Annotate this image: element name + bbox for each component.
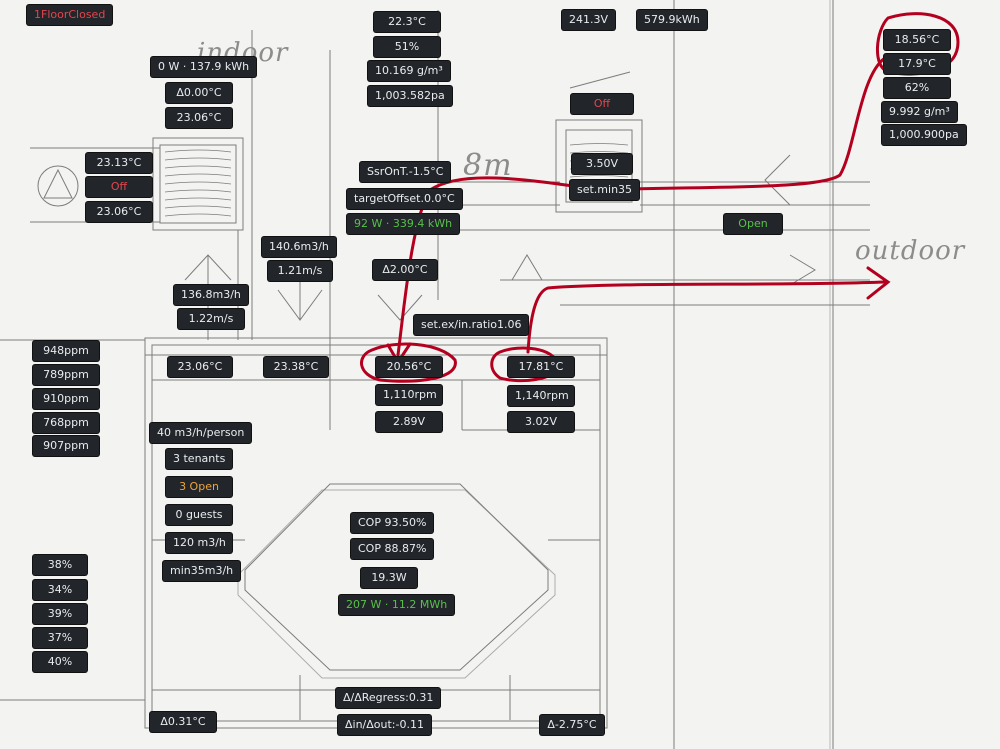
humidity-room-1: 38% <box>33 555 87 575</box>
delta-left: Δ0.31°C <box>150 712 216 732</box>
outdoor-pressure: 1,000.900pa <box>882 125 966 145</box>
exhaust-inlet-ratio: set.ex/in.ratio1.06 <box>414 315 529 335</box>
humidity-room-2: 34% <box>33 580 87 600</box>
delta-in-out: Δin/Δout:-0.11 <box>338 715 431 735</box>
ahu-temp-a: 23.06°C <box>168 357 232 377</box>
outdoor-zone-label: outdoor <box>855 236 966 266</box>
bypass-state[interactable]: Off <box>571 94 633 114</box>
floor-status-badge[interactable]: 1FloorClosed <box>27 5 113 25</box>
minimum-flow: min35m3/h <box>163 561 241 581</box>
extract-duct-speed: 1.22m/s <box>178 309 244 329</box>
cop-secondary: COP 88.87% <box>351 539 434 559</box>
exhaust-fan-voltage: 3.02V <box>508 412 574 432</box>
outdoor-temp-2: 17.9°C <box>884 54 950 74</box>
guest-count: 0 guests <box>166 505 232 525</box>
extract-duct-flow: 136.8m3/h <box>174 285 248 305</box>
exhaust-fan-rpm: 1,140rpm <box>508 386 574 406</box>
line-voltage: 241.3V <box>562 10 616 30</box>
target-offset: targetOffset.0.0°C <box>347 189 462 209</box>
control-power: 92 W · 339.4 kWh <box>347 214 460 234</box>
delta-right: Δ-2.75°C <box>540 715 604 735</box>
co2-room-3: 910ppm <box>33 389 99 409</box>
outdoor-humidity: 62% <box>884 78 950 98</box>
supply-fan-voltage: 2.89V <box>376 412 442 432</box>
total-energy: 579.9kWh <box>637 10 707 30</box>
supply-fan-temp: 20.56°C <box>376 357 442 377</box>
outdoor-abs-humidity: 9.992 g/m³ <box>882 102 957 122</box>
heater-delta: Δ0.00°C <box>166 83 232 103</box>
heater-temp-top: 23.06°C <box>166 108 232 128</box>
supply-fan-rpm: 1,110rpm <box>376 385 442 405</box>
tenant-count: 3 tenants <box>166 449 232 469</box>
supply-duct-speed: 1.21m/s <box>268 261 332 281</box>
height-mark-label: 8m <box>463 148 513 183</box>
indoor-pressure: 1,003.582pa <box>368 86 452 106</box>
heater-temp-out: 23.06°C <box>86 202 152 222</box>
humidity-room-4: 37% <box>33 628 87 648</box>
required-flow: 120 m3/h <box>166 533 232 553</box>
indoor-humidity: 51% <box>374 37 440 57</box>
co2-room-4: 768ppm <box>33 413 99 433</box>
co2-room-5: 907ppm <box>33 436 99 456</box>
ahu-temp-b: 23.38°C <box>264 357 328 377</box>
control-delta: Δ2.00°C <box>373 260 437 280</box>
bypass-voltage: 3.50V <box>572 154 632 174</box>
humidity-room-5: 40% <box>33 652 87 672</box>
co2-room-2: 789ppm <box>33 365 99 385</box>
outdoor-damper-status[interactable]: Open <box>724 214 782 234</box>
outdoor-temp-1: 18.56°C <box>884 30 950 50</box>
open-count: 3 Open <box>166 477 232 497</box>
indoor-abs-humidity: 10.169 g/m³ <box>368 61 450 81</box>
exhaust-fan-temp: 17.81°C <box>508 357 574 377</box>
co2-room-1: 948ppm <box>33 341 99 361</box>
heater-temp-in: 23.13°C <box>86 153 152 173</box>
humidity-room-3: 39% <box>33 604 87 624</box>
indoor-temp: 22.3°C <box>374 12 440 32</box>
cop-primary: COP 93.50% <box>351 513 434 533</box>
ssr-setting: SsrOnT.-1.5°C <box>360 162 451 182</box>
heater-power: 0 W · 137.9 kWh <box>151 57 257 77</box>
flow-per-person: 40 m3/h/person <box>150 423 252 443</box>
delta-regress: Δ/ΔRegress:0.31 <box>336 688 441 708</box>
exchanger-power: 19.3W <box>361 568 417 588</box>
exchanger-energy: 207 W · 11.2 MWh <box>339 595 455 615</box>
heater-state[interactable]: Off <box>86 177 152 197</box>
supply-duct-flow: 140.6m3/h <box>262 237 336 257</box>
bypass-setting: set.min35 <box>570 180 640 200</box>
